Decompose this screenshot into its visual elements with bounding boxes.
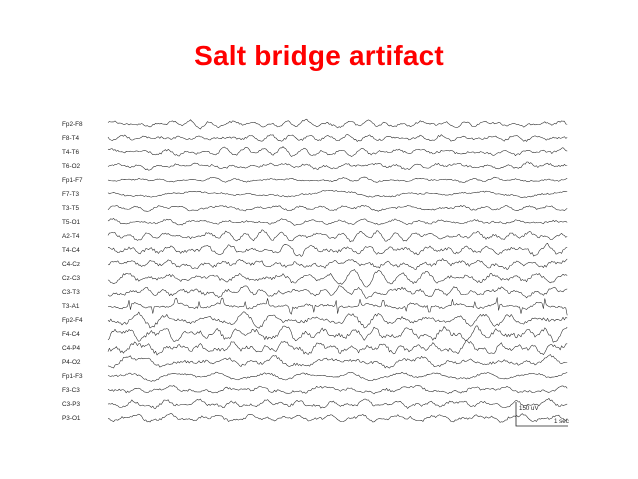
eeg-trace [107, 371, 568, 382]
channel-label: Fp1-F7 [62, 177, 83, 184]
channel-label: C4-Cz [62, 261, 80, 268]
channel-label: T6-O2 [62, 163, 81, 170]
eeg-trace [107, 134, 568, 142]
channel-label: C4-P4 [62, 345, 81, 352]
channel-label: F7-T3 [62, 191, 79, 198]
eeg-trace [107, 311, 568, 329]
channel-label: T4-T6 [62, 149, 79, 156]
eeg-trace [107, 384, 568, 395]
channel-label: A2-T4 [62, 233, 80, 240]
calibration-time-label: 1 sec [554, 418, 569, 425]
eeg-traces [107, 118, 568, 423]
eeg-trace [107, 176, 568, 183]
calibration-box [515, 402, 568, 427]
eeg-trace [107, 398, 568, 409]
channel-label: C3-T3 [62, 289, 80, 296]
channel-label: T5-O1 [62, 219, 81, 226]
eeg-trace [107, 269, 568, 288]
eeg-trace [107, 229, 568, 243]
eeg-trace [107, 118, 568, 130]
channel-label: F8-T4 [62, 135, 79, 142]
channel-labels: Fp2-F8F8-T4T4-T6T6-O2Fp1-F7F7-T3T3-T5T5-… [62, 121, 83, 422]
channel-label: Cz-C3 [62, 275, 81, 282]
channel-label: Fp2-F4 [62, 317, 83, 324]
eeg-traces-svg: Fp2-F8F8-T4T4-T6T6-O2Fp1-F7F7-T3T3-T5T5-… [62, 118, 569, 427]
channel-label: Fp1-F3 [62, 373, 83, 380]
eeg-trace [107, 258, 568, 270]
eeg-trace [107, 161, 568, 171]
channel-label: T3-T5 [62, 205, 79, 212]
eeg-trace [107, 413, 568, 423]
channel-label: T4-C4 [62, 247, 80, 254]
eeg-trace [107, 218, 568, 226]
eeg-trace [107, 204, 568, 212]
eeg-trace [107, 297, 568, 316]
channel-label: F4-C4 [62, 331, 80, 338]
eeg-trace [107, 339, 568, 356]
calibration-marker: 150 uV 1 sec [515, 402, 569, 427]
eeg-trace [107, 354, 568, 369]
slide-title: Salt bridge artifact [194, 40, 444, 71]
eeg-trace [107, 146, 568, 157]
channel-label: C3-P3 [62, 401, 81, 408]
channel-label: Fp2-F8 [62, 121, 83, 128]
eeg-trace [107, 189, 568, 198]
channel-label: F3-C3 [62, 387, 80, 394]
eeg-trace [107, 285, 568, 299]
channel-label: P3-O1 [62, 415, 81, 422]
eeg-trace [107, 242, 568, 257]
channel-label: P4-O2 [62, 359, 81, 366]
calibration-amplitude-label: 150 uV [519, 405, 539, 412]
eeg-trace [107, 325, 568, 343]
channel-label: T3-A1 [62, 303, 80, 310]
